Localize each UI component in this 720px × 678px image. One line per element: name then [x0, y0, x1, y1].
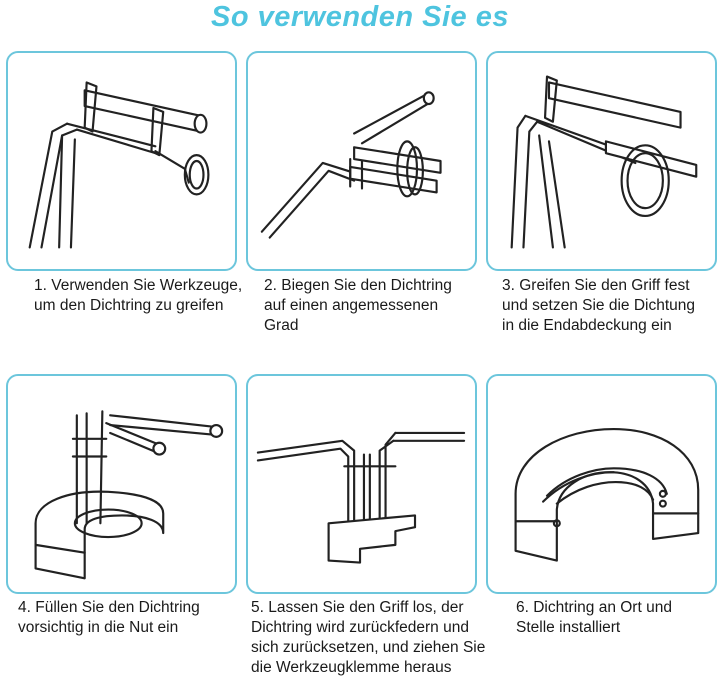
step-2-caption: 2. Biegen Sie den Dichtring auf einen an…: [264, 277, 452, 334]
seal-end-cap-insert-icon: [510, 75, 698, 249]
step-6-illustration: [486, 374, 717, 594]
step-1-caption: 1. Verwenden Sie Werkzeuge, um den Dicht…: [34, 277, 243, 314]
page-title: So verwenden Sie es: [210, 1, 509, 33]
seal-bending-icon: [260, 91, 442, 239]
step-6-caption: 6. Dichtring an Ort und Stelle installie…: [516, 599, 672, 636]
seal-tool-grip-icon: [28, 81, 210, 249]
step-5-caption: 5. Lassen Sie den Griff los, der Dichtri…: [251, 599, 486, 676]
step-5-illustration: [246, 374, 477, 594]
step-1-illustration: [6, 51, 237, 271]
seal-filling-groove-icon: [34, 410, 224, 580]
installed-seal-icon: [514, 427, 700, 562]
step-4-illustration: [6, 374, 237, 594]
step-4-caption: 4. Füllen Sie den Dichtring vorsichtig i…: [18, 599, 200, 636]
step-3-caption: 3. Greifen Sie den Griff fest und setzen…: [502, 277, 696, 334]
tool-release-icon: [256, 431, 466, 564]
step-2-illustration: [246, 51, 477, 271]
step-3-illustration: [486, 51, 717, 271]
